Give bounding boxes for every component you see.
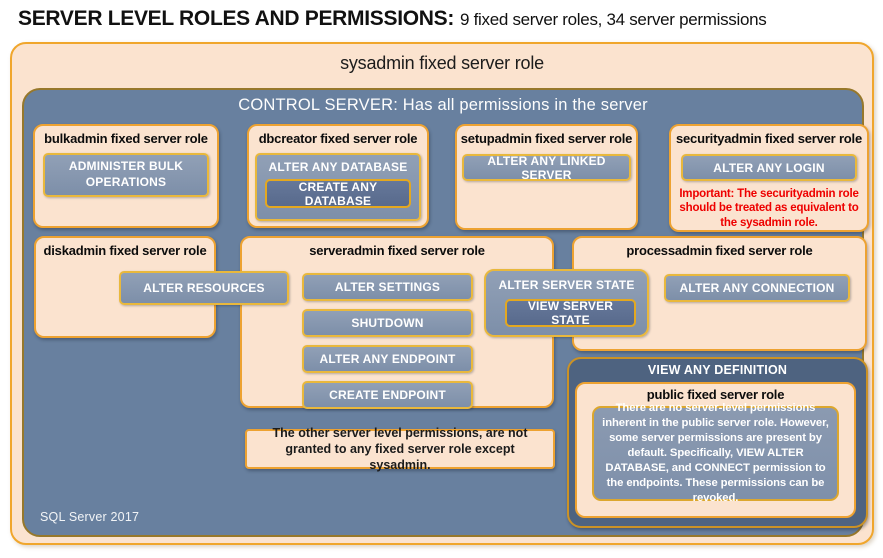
processadmin-role-title: processadmin fixed server role <box>626 243 813 258</box>
diskadmin-role-title: diskadmin fixed server role <box>43 243 207 258</box>
setupadmin-role-title: setupadmin fixed server role <box>460 131 633 146</box>
permission-create-endpoint: CREATE ENDPOINT <box>302 381 473 409</box>
page-title-subtitle: 9 fixed server roles, 34 server permissi… <box>460 10 767 29</box>
bulkadmin-role-box: bulkadmin fixed server role ADMINISTER B… <box>33 124 219 228</box>
permission-alter-resources: ALTER RESOURCES <box>119 271 289 305</box>
dbcreator-role-box: dbcreator fixed server role ALTER ANY DA… <box>247 124 429 228</box>
public-role-title: public fixed server role <box>646 387 785 402</box>
permission-view-any-definition: VIEW ANY DEFINITION public fixed server … <box>567 357 868 528</box>
setupadmin-role-box: setupadmin fixed server role ALTER ANY L… <box>455 124 638 230</box>
permission-alter-any-endpoint: ALTER ANY ENDPOINT <box>302 345 473 373</box>
control-server-label: CONTROL SERVER: Has all permissions in t… <box>238 96 648 114</box>
permission-alter-any-login: ALTER ANY LOGIN <box>681 154 857 181</box>
sysadmin-role-label: sysadmin fixed server role <box>340 53 544 73</box>
serveradmin-permissions-list: ALTER SETTINGS SHUTDOWN ALTER ANY ENDPOI… <box>302 273 473 409</box>
sql-server-version-label: SQL Server 2017 <box>40 510 140 524</box>
permission-alter-any-database: ALTER ANY DATABASE CREATE ANY DATABASE <box>255 153 421 221</box>
permission-alter-settings: ALTER SETTINGS <box>302 273 473 301</box>
securityadmin-role-box: securityadmin fixed server role ALTER AN… <box>669 124 869 232</box>
permission-alter-server-state-label: ALTER SERVER STATE <box>498 278 635 292</box>
permission-alter-any-linked-server: ALTER ANY LINKED SERVER <box>462 154 631 182</box>
securityadmin-role-title: securityadmin fixed server role <box>675 131 862 146</box>
permission-alter-any-connection: ALTER ANY CONNECTION <box>664 274 850 302</box>
public-role-box: public fixed server role There are no se… <box>575 382 856 518</box>
sysadmin-role-box: sysadmin fixed server role CONTROL SERVE… <box>10 42 874 545</box>
public-role-description: There are no server-level permissions in… <box>592 402 839 504</box>
permission-administer-bulk-operations: ADMINISTER BULK OPERATIONS <box>43 153 209 197</box>
page-title: SERVER LEVEL ROLES AND PERMISSIONS: 9 fix… <box>18 7 868 31</box>
permission-view-any-definition-label: VIEW ANY DEFINITION <box>647 363 788 377</box>
permission-create-any-database: CREATE ANY DATABASE <box>265 179 411 208</box>
securityadmin-warning-text: Important: The securityadmin role should… <box>679 188 859 229</box>
serveradmin-role-title: serveradmin fixed server role <box>309 243 485 258</box>
other-permissions-note-box: The other server level permissions, are … <box>245 426 555 472</box>
permission-shutdown: SHUTDOWN <box>302 309 473 337</box>
page-title-main: SERVER LEVEL ROLES AND PERMISSIONS: <box>18 7 455 30</box>
permission-view-server-state: VIEW SERVER STATE <box>505 299 636 327</box>
bulkadmin-role-title: bulkadmin fixed server role <box>44 131 208 146</box>
dbcreator-role-title: dbcreator fixed server role <box>258 131 418 146</box>
other-permissions-note-text: The other server level permissions, are … <box>272 425 528 473</box>
permission-alter-any-database-label: ALTER ANY DATABASE <box>268 160 408 174</box>
control-server-box: CONTROL SERVER: Has all permissions in t… <box>22 88 869 537</box>
permission-alter-server-state: ALTER SERVER STATE VIEW SERVER STATE <box>484 269 649 337</box>
